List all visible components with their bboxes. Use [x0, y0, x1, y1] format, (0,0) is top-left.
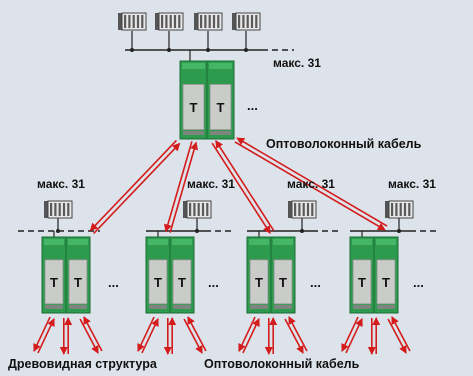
branch-4-fiber-right	[387, 316, 411, 354]
branch-1-max-label: макс. 31	[37, 177, 85, 191]
bus-node-dot	[56, 229, 60, 233]
module-letter: T	[74, 275, 82, 290]
branch-4-pc	[385, 200, 414, 219]
branch-4-fiber-mid	[367, 317, 381, 355]
branch-3-ellipsis: ...	[310, 275, 321, 290]
branch-1-fiber-right	[79, 316, 103, 354]
top-cable-label: Оптоволоконный кабель	[266, 137, 422, 151]
branch-2-drive-2: T	[169, 236, 195, 314]
module-letter: T	[279, 275, 287, 290]
top-pc-2	[155, 12, 184, 31]
branch-4-ellipsis: ...	[413, 275, 424, 290]
branch-2-drive-1: T	[145, 236, 171, 314]
branch-1-drive-2: T	[65, 236, 91, 314]
top-pc-3	[194, 12, 223, 31]
branch-4-fiber-left	[341, 316, 363, 354]
bus-node-dot	[167, 48, 171, 52]
top-max-label: макс. 31	[273, 56, 321, 70]
top-drive-1: T	[179, 60, 208, 140]
module-letter: T	[358, 275, 366, 290]
branch-4-max-label: макс. 31	[388, 177, 436, 191]
branch-3-fiber-mid	[264, 317, 278, 355]
bus-node-dot	[206, 48, 210, 52]
branch-1-fiber-mid	[59, 317, 73, 355]
branch-2-ellipsis: ...	[208, 275, 219, 290]
top-pc-4	[232, 12, 261, 31]
branch-1-ellipsis: ...	[108, 275, 119, 290]
bus-node-dot	[244, 48, 248, 52]
branch-2-fiber-right	[183, 316, 207, 354]
bottom-cable-label: Оптоволоконный кабель	[204, 357, 360, 371]
branch-2-fiber-left	[137, 316, 159, 354]
module-letter: T	[217, 100, 225, 115]
bus-node-dot	[195, 229, 199, 233]
branch-3-fiber-left	[238, 316, 260, 354]
branch-3-pc	[288, 200, 317, 219]
branch-4-drive-1: T	[349, 236, 375, 314]
top-drive-2: T	[206, 60, 235, 140]
top-ellipsis: ...	[247, 98, 258, 113]
bus-node-dot	[397, 229, 401, 233]
bus-node-dot	[130, 48, 134, 52]
branch-2-max-label: макс. 31	[187, 177, 235, 191]
module-letter: T	[382, 275, 390, 290]
branch-2-pc	[183, 200, 212, 219]
branch-3-drive-1: T	[246, 236, 272, 314]
bus-node-dot	[300, 229, 304, 233]
tree-structure-label: Древовидная структура	[8, 357, 157, 371]
branch-1-fiber-left	[33, 316, 55, 354]
branch-1-drive-1: T	[41, 236, 67, 314]
top-pc-1	[118, 12, 147, 31]
branch-3-drive-2: T	[270, 236, 296, 314]
fiber-top-to-branch-2	[163, 141, 199, 233]
fiber-top-to-branch-3	[211, 139, 275, 235]
branch-4-drive-2: T	[373, 236, 399, 314]
module-letter: T	[154, 275, 162, 290]
module-letter: T	[190, 100, 198, 115]
fiber-top-to-branch-1	[89, 139, 181, 235]
fiber-top-to-branch-4	[234, 137, 388, 231]
branch-1-pc	[44, 200, 73, 219]
module-letter: T	[178, 275, 186, 290]
branch-3-max-label: макс. 31	[287, 177, 335, 191]
branch-2-fiber-mid	[163, 317, 177, 355]
module-letter: T	[255, 275, 263, 290]
module-letter: T	[50, 275, 58, 290]
branch-3-fiber-right	[284, 316, 308, 354]
